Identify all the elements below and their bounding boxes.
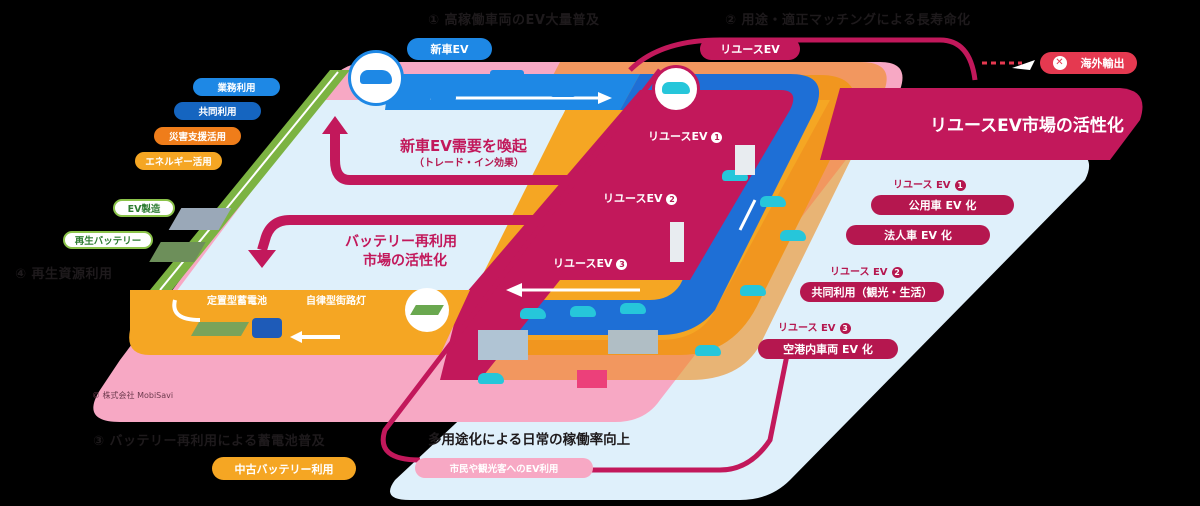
- heading-recycled-resources: ④ 再生資源利用: [15, 267, 113, 282]
- shop-icon: [577, 370, 607, 388]
- stationary-battery-label: 定置型蓄電池: [207, 296, 267, 307]
- use-shared: 共同利用: [174, 102, 261, 120]
- ev-manufacturing-badge: EV製造: [113, 199, 175, 217]
- reuse-ev-car-icon: [652, 65, 700, 113]
- use-business: 業務利用: [193, 78, 280, 96]
- new-ev-car-icon: [348, 50, 404, 106]
- trade-in-effect: （トレード・イン効果）: [414, 158, 524, 169]
- new-ev-demand-title: 新車EV需要を喚起: [400, 137, 527, 155]
- car-icon: [780, 230, 806, 241]
- battery-stack-icon: [190, 322, 250, 336]
- corporate-vehicle-ev: 法人車 EV 化: [846, 225, 990, 245]
- car-icon: [722, 170, 748, 181]
- battery-module-icon: [405, 288, 449, 332]
- streetlight-label: 自律型街路灯: [306, 296, 366, 307]
- heading-longevity: ② 用途・適正マッチングによる長寿命化: [725, 13, 971, 28]
- heading-ev-mass-adoption: ① 高稼働車両のEV大量普及: [428, 13, 600, 28]
- bus-icon: [490, 70, 524, 88]
- car-icon: [620, 303, 646, 314]
- car-icon: [570, 306, 596, 317]
- parking-building-icon: [478, 330, 528, 360]
- export-label: 海外輸出: [1080, 57, 1125, 70]
- shared-use-tourism-living: 共同利用（観光・生活）: [800, 282, 944, 302]
- car-icon: [550, 86, 576, 97]
- airport-vehicle-ev: 空港内車両 EV 化: [758, 339, 898, 359]
- no-entry-icon: ✕: [1052, 56, 1067, 70]
- car-icon: [760, 196, 786, 207]
- control-tower-icon: [670, 222, 684, 262]
- new-ev-badge: 新車EV: [407, 38, 492, 60]
- car-icon: [740, 285, 766, 296]
- reuse-market-title: リユースEV市場の活性化: [930, 116, 1124, 136]
- battery-reuse-title-line1: バッテリー再利用: [345, 234, 457, 250]
- car-icon: [430, 90, 456, 101]
- copyright: © 株式会社 MobiSavi: [92, 391, 174, 400]
- station-building-icon: [608, 330, 658, 354]
- citizen-tourist-ev-use: 市民や観光客へのEV利用: [415, 458, 593, 478]
- use-disaster-support: 災害支援活用: [154, 127, 241, 145]
- recycled-battery-badge: 再生バッテリー: [63, 231, 153, 249]
- reuse-ev-badge: リユースEV: [700, 38, 800, 60]
- utilization-title: 多用途化による日常の稼働率向上: [428, 432, 631, 448]
- car-icon: [695, 345, 721, 356]
- use-energy: エネルギー活用: [135, 152, 222, 170]
- used-battery-use: 中古バッテリー利用: [212, 457, 356, 480]
- charging-station-icon: [735, 145, 755, 175]
- tractor-icon: [252, 318, 282, 338]
- car-icon: [520, 308, 546, 319]
- heading-battery-storage: ③ バッテリー再利用による蓄電池普及: [93, 434, 326, 449]
- car-icon: [478, 373, 504, 384]
- battery-reuse-title-line2: 市場の活性化: [363, 253, 447, 269]
- export-badge: ✕ 海外輸出: [1040, 52, 1137, 74]
- public-vehicle-ev: 公用車 EV 化: [871, 195, 1014, 215]
